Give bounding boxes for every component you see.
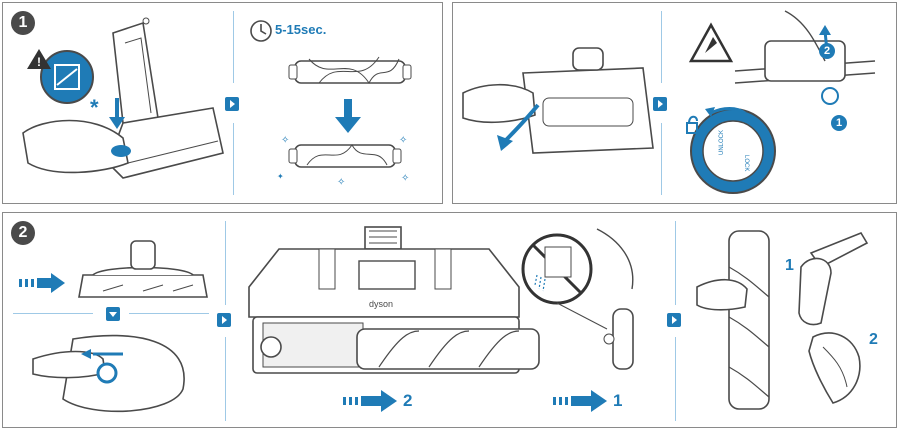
divider [13, 313, 93, 314]
arrow-label-2: 2 [403, 391, 413, 410]
step-number-badge: 1 [11, 11, 35, 35]
divider [233, 123, 234, 195]
no-water-end-cap-illustration [521, 228, 634, 370]
panel-step-2: 2 dyson [2, 212, 897, 428]
clock-icon [250, 20, 272, 42]
cleaner-head-top-view [78, 240, 208, 298]
svg-text:✧: ✧ [337, 177, 345, 188]
callout-num-2: 2 [819, 43, 835, 59]
handheld-vacuum-illustration [798, 232, 869, 326]
arrow-label-1: 1 [613, 391, 623, 410]
unlock-label: UNLOCK [719, 130, 725, 155]
final-label-1: 1 [785, 257, 794, 274]
timer-duration: 5-15sec. [275, 22, 327, 37]
svg-text:✧: ✧ [281, 135, 289, 146]
svg-text:✦: ✦ [277, 172, 284, 181]
next-step-arrow [217, 313, 231, 327]
brand-mark: dyson [369, 299, 393, 309]
divider [675, 337, 676, 421]
svg-text:✧: ✧ [401, 173, 409, 184]
panel-step-1: 1 ! * 5-15sec. [2, 2, 443, 204]
next-step-arrow [225, 97, 239, 111]
blue-push-arrow-icon [19, 273, 65, 293]
divider [225, 221, 226, 305]
down-step-arrow [106, 307, 120, 321]
next-step-arrow [667, 313, 681, 327]
hand-pressing-release-illustration [32, 334, 185, 413]
next-step-arrow [653, 97, 667, 111]
down-arrow-icon [335, 99, 361, 133]
caution-sharp-edge-icon [688, 22, 734, 63]
panel-step-1b: 2 1 UNLOCK LOCK [452, 2, 897, 204]
divider [225, 337, 226, 421]
clean-brush-bar: ✧ ✧ ✧ ✧ ✦ [277, 135, 409, 188]
svg-text:!: ! [37, 55, 41, 69]
star-callout: * [90, 95, 99, 120]
divider [675, 221, 676, 305]
divider [129, 313, 209, 314]
cloth-wipe-illustration [808, 332, 861, 404]
blue-pull-arrow-2 [343, 390, 397, 412]
step-number-badge: 2 [11, 221, 35, 245]
warning-brush-icon: ! [27, 49, 94, 104]
divider [233, 11, 234, 83]
blue-pull-arrow-1 [553, 390, 607, 412]
callout-num-1: 1 [831, 115, 847, 131]
divider [661, 11, 662, 83]
cleaner-head-removal-illustration [462, 47, 654, 154]
cleaner-head-underside-illustration: dyson [248, 226, 540, 374]
final-label-2: 2 [869, 331, 878, 348]
divider [661, 123, 662, 195]
lock-dial-zoom: UNLOCK LOCK [686, 107, 776, 194]
table-edge-illustration [734, 10, 876, 105]
brush-bar-with-hair [288, 56, 412, 84]
brush-bar-wipe-illustration [696, 230, 770, 410]
vacuum-with-hand-illustration [22, 17, 224, 179]
lock-label: LOCK [743, 155, 749, 171]
svg-text:✧: ✧ [399, 135, 407, 146]
